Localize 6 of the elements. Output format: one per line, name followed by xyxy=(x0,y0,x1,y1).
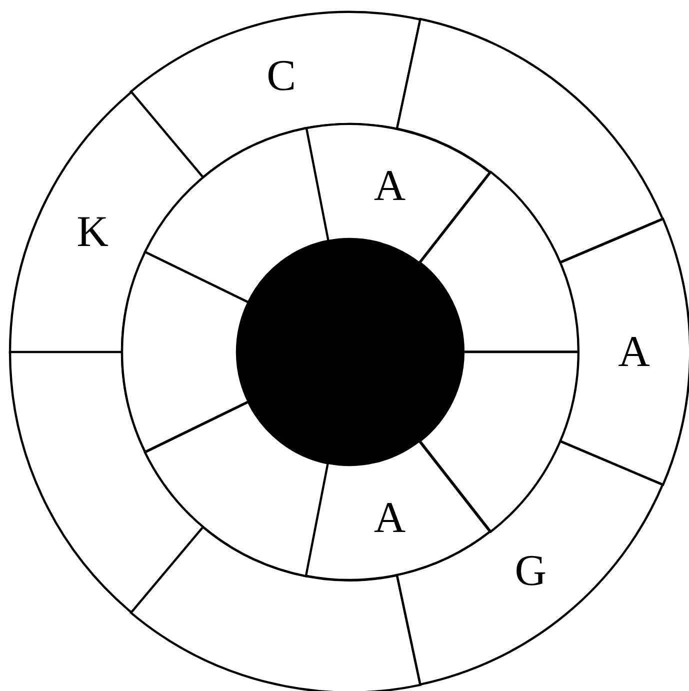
segment-letter: A xyxy=(618,330,650,374)
segment-letter: C xyxy=(266,54,296,98)
segment-letter: A xyxy=(374,164,406,208)
segment-letter: A xyxy=(374,496,406,540)
segment-letter: K xyxy=(76,210,108,254)
segment-letter: G xyxy=(514,549,547,594)
